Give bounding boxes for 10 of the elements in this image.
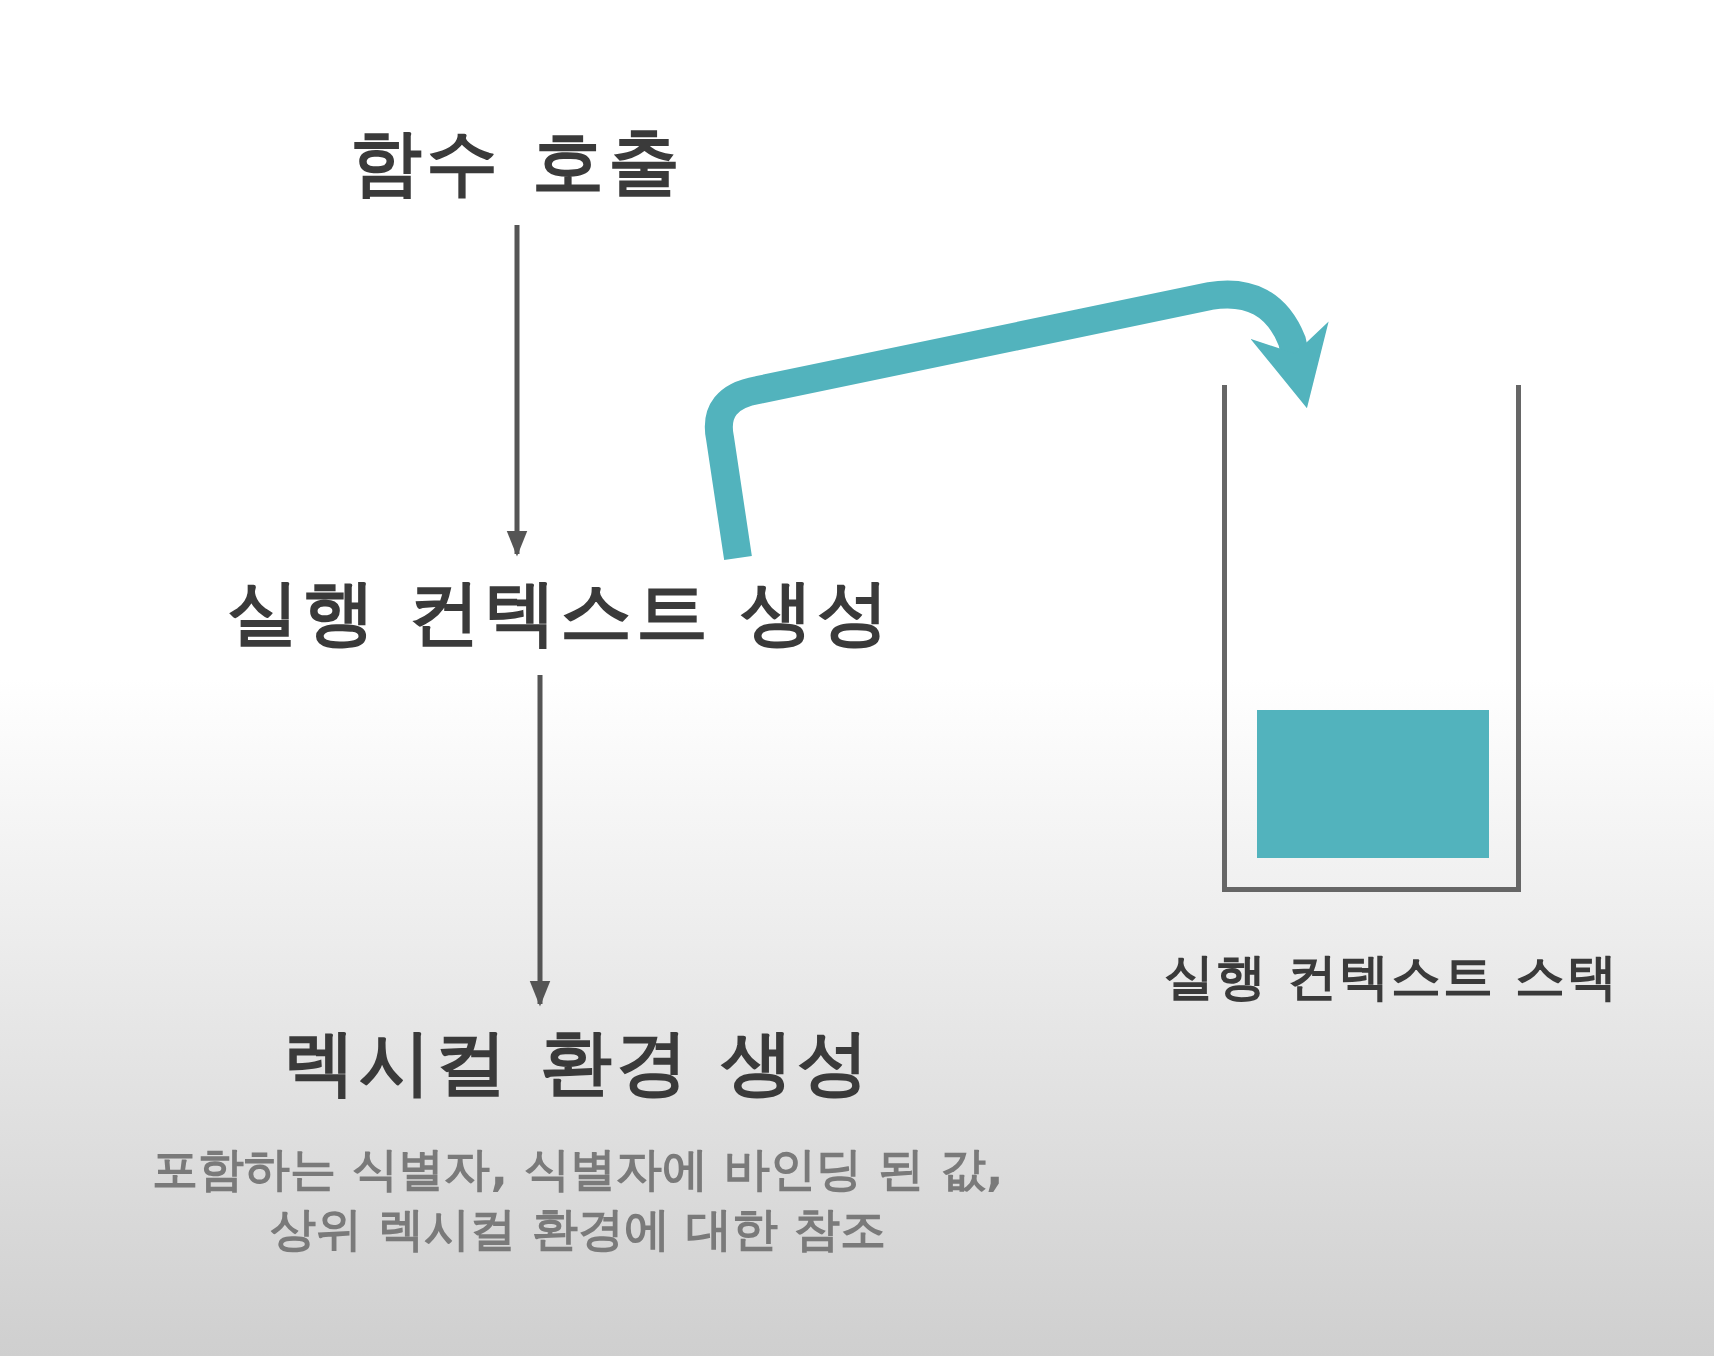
arrow xyxy=(704,280,1329,561)
stack-container xyxy=(1222,385,1521,892)
step-title: 실행 컨텍스트 생성 xyxy=(226,569,894,656)
context-block xyxy=(1257,710,1489,858)
step-title: 렉시컬 환경 생성 xyxy=(282,1019,874,1106)
stack-label: 실행 컨텍스트 스택 xyxy=(1163,947,1620,1008)
step-title: 함수 호출 xyxy=(350,119,684,206)
step-description: 포함하는 식별자, 식별자에 바인딩 된 값, 상위 렉시컬 환경에 대한 참조 xyxy=(151,1141,1005,1258)
arrow xyxy=(529,675,551,1007)
arrow xyxy=(506,225,528,557)
